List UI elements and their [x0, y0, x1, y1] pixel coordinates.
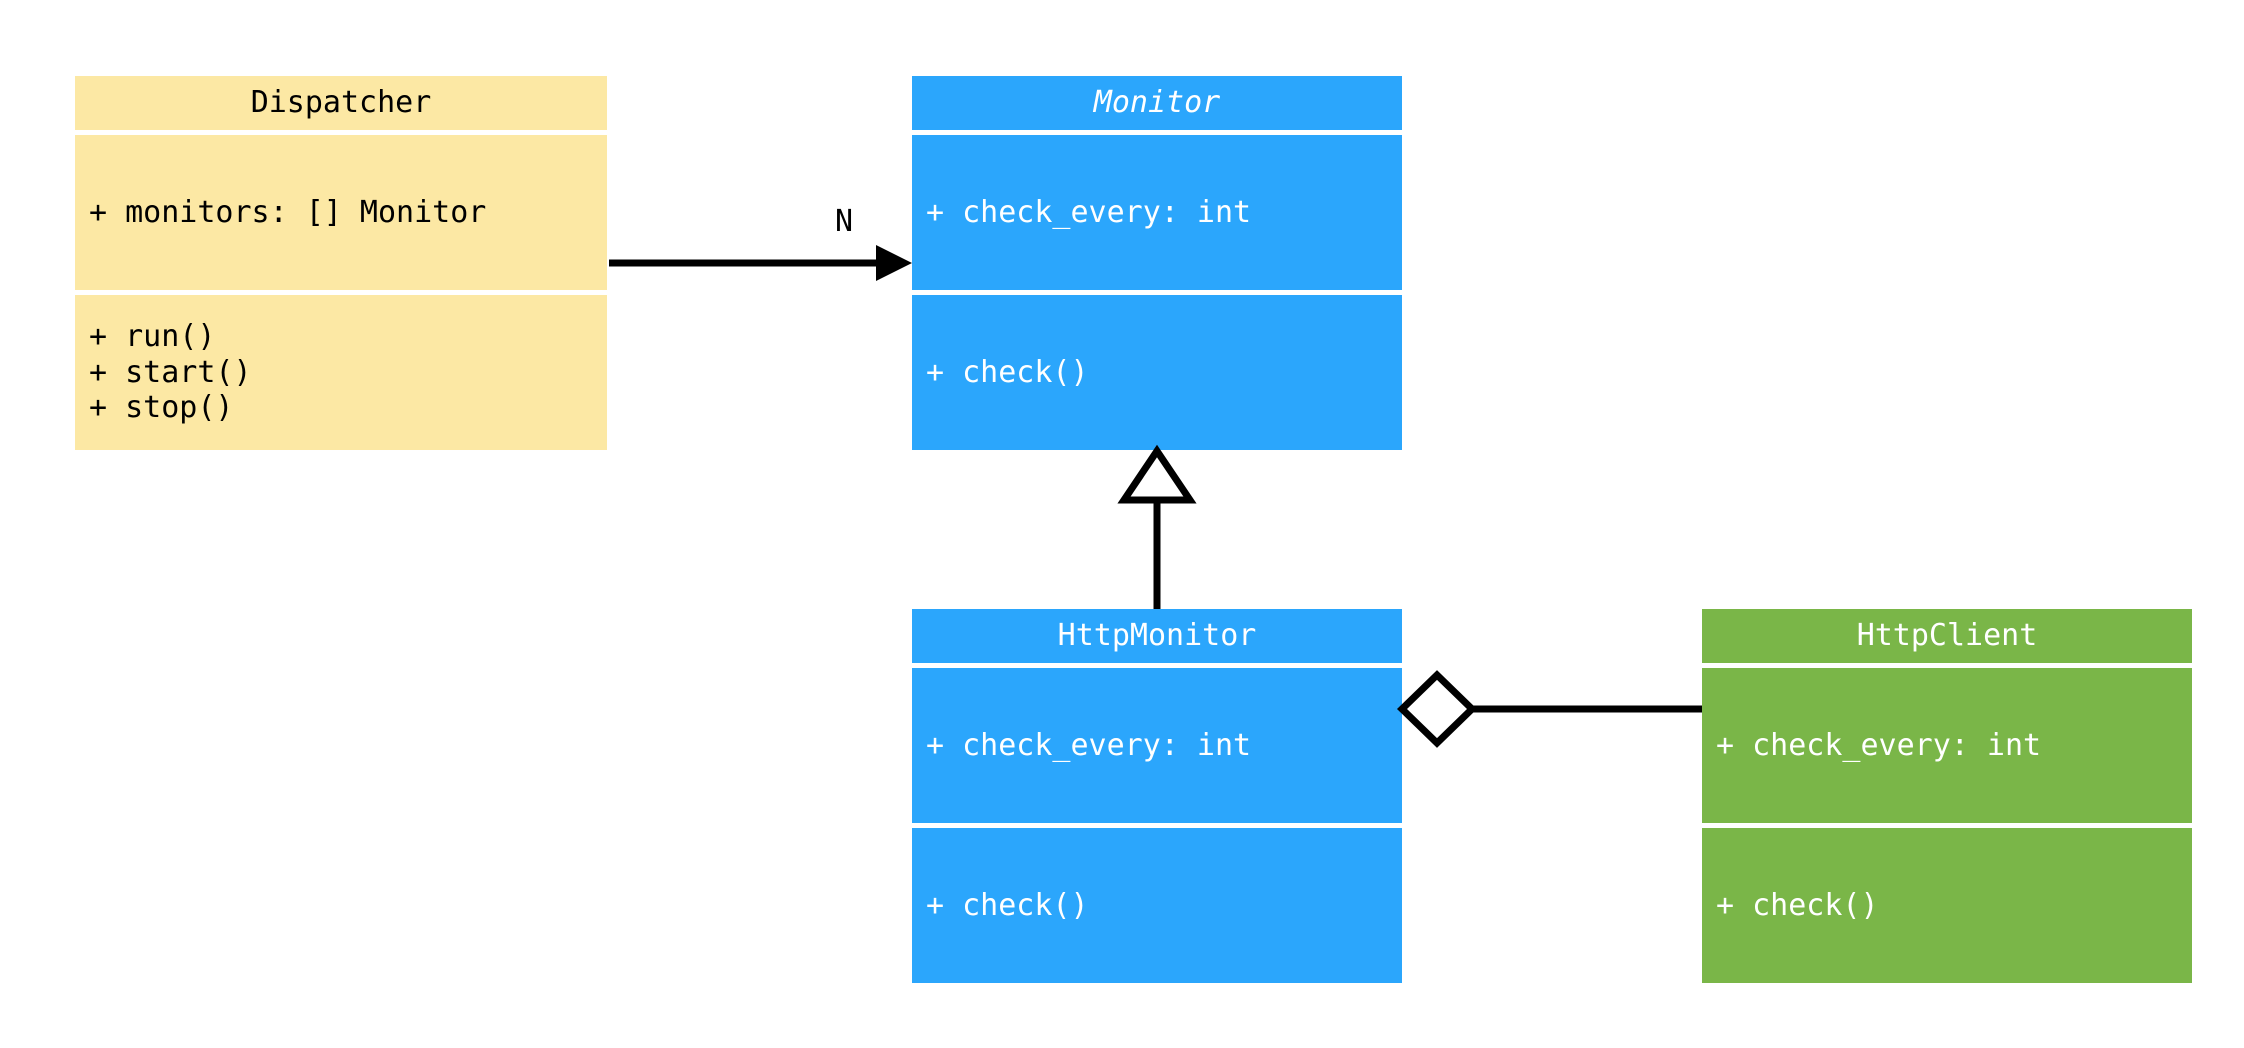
http-client-methods-compartment: + check() — [1702, 828, 2192, 983]
http-client-attribute: + check_every: int — [1716, 727, 2042, 763]
http-client-class-name: HttpClient — [1856, 618, 2038, 653]
edge-http-monitor-to-monitor — [1117, 444, 1197, 609]
http-monitor-class-name: HttpMonitor — [1057, 618, 1257, 653]
dispatcher-method: + start() — [89, 354, 252, 390]
class-box-monitor[interactable]: Monitor + check_every: int + check() — [912, 76, 1402, 450]
monitor-attributes-compartment: + check_every: int — [912, 135, 1402, 290]
http-monitor-attribute-list: + check_every: int — [912, 720, 1402, 771]
edge-dispatcher-to-monitor — [609, 245, 912, 281]
http-monitor-title-compartment: HttpMonitor — [912, 609, 1402, 663]
dispatcher-title-compartment: Dispatcher — [75, 76, 607, 130]
http-monitor-method-list: + check() — [912, 880, 1402, 931]
monitor-method: + check() — [926, 354, 1089, 390]
dispatcher-method: + stop() — [89, 390, 234, 426]
class-box-http-monitor[interactable]: HttpMonitor + check_every: int + check() — [912, 609, 1402, 983]
http-client-attribute-list: + check_every: int — [1702, 720, 2192, 771]
dispatcher-attribute: + monitors: [] Monitor — [89, 194, 487, 230]
monitor-attribute: + check_every: int — [926, 194, 1252, 230]
edge-http-monitor-to-http-client — [1396, 670, 1702, 748]
http-client-attributes-compartment: + check_every: int — [1702, 668, 2192, 823]
monitor-method-list: + check() — [912, 347, 1402, 398]
hollow-triangle-arrow-icon — [1117, 444, 1197, 504]
http-monitor-attributes-compartment: + check_every: int — [912, 668, 1402, 823]
monitor-title-compartment: Monitor — [912, 76, 1402, 130]
association-multiplicity-label-n: N — [835, 204, 854, 239]
http-monitor-methods-compartment: + check() — [912, 828, 1402, 983]
http-client-title-compartment: HttpClient — [1702, 609, 2192, 663]
dispatcher-method-list: + run() + start() + stop() — [75, 311, 607, 433]
dispatcher-attributes-compartment: + monitors: [] Monitor — [75, 135, 607, 290]
dispatcher-class-name: Dispatcher — [250, 85, 432, 120]
http-monitor-method: + check() — [926, 887, 1089, 923]
http-client-method-list: + check() — [1702, 880, 2192, 931]
http-monitor-attribute: + check_every: int — [926, 727, 1252, 763]
dispatcher-method: + run() — [89, 319, 216, 355]
dispatcher-methods-compartment: + run() + start() + stop() — [75, 295, 607, 450]
monitor-methods-compartment: + check() — [912, 295, 1402, 450]
class-box-http-client[interactable]: HttpClient + check_every: int + check() — [1702, 609, 2192, 983]
monitor-class-name: Monitor — [1093, 85, 1221, 120]
dispatcher-attribute-list: + monitors: [] Monitor — [75, 187, 607, 238]
class-box-dispatcher[interactable]: Dispatcher + monitors: [] Monitor + run(… — [75, 76, 607, 450]
http-client-method: + check() — [1716, 887, 1879, 923]
hollow-diamond-aggregation-icon — [1396, 670, 1478, 748]
open-arrow-head-icon — [876, 245, 912, 281]
monitor-attribute-list: + check_every: int — [912, 187, 1402, 238]
